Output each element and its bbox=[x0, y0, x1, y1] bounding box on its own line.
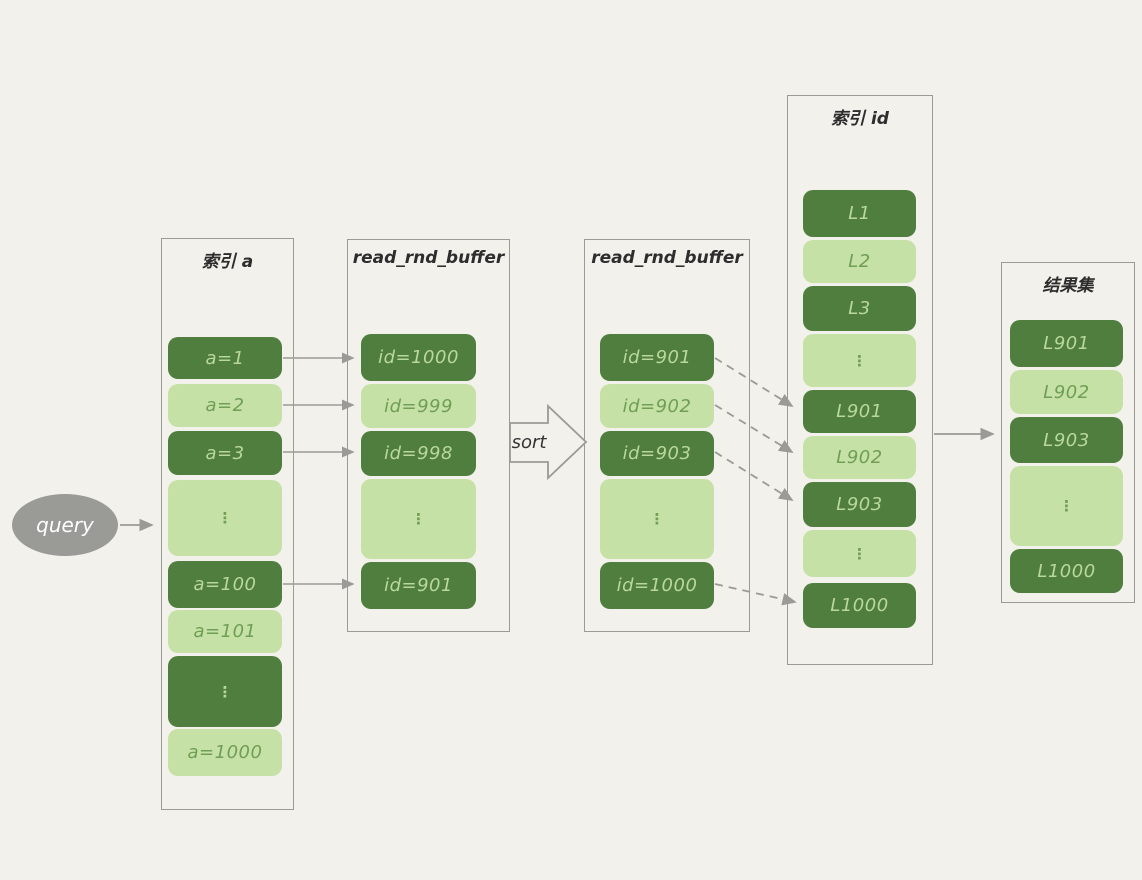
rnd-buffer2-cell: id=903 bbox=[600, 431, 714, 476]
rnd-buffer2-cell: id=1000 bbox=[600, 562, 714, 609]
index-a-cell: a=1 bbox=[168, 337, 282, 379]
result-set-cell: L1000 bbox=[1010, 549, 1123, 593]
result-set-cell: L901 bbox=[1010, 320, 1123, 367]
index-id-ellipsis-cell: ⋮ bbox=[803, 530, 916, 577]
rnd-buffer1-cell: id=1000 bbox=[361, 334, 476, 381]
rnd-buffer1-cell: id=998 bbox=[361, 431, 476, 476]
rnd-buffer2-ellipsis-cell: ⋮ bbox=[600, 479, 714, 559]
result-set-box: 结果集 bbox=[1001, 262, 1135, 603]
index-a-box: 索引 a bbox=[161, 238, 294, 810]
index-a-cell: a=2 bbox=[168, 384, 282, 427]
index-a-cell: a=1000 bbox=[168, 729, 282, 776]
result-set-cell: L902 bbox=[1010, 370, 1123, 414]
index-id-cell: L902 bbox=[803, 436, 916, 479]
query-node: query bbox=[12, 494, 118, 556]
query-label: query bbox=[36, 513, 94, 537]
rnd-buffer1-cell: id=999 bbox=[361, 384, 476, 428]
read-rnd-buffer-1-title: read_rnd_buffer bbox=[352, 248, 505, 268]
rnd-buffer1-cell: id=901 bbox=[361, 562, 476, 609]
result-set-ellipsis-cell: ⋮ bbox=[1010, 466, 1123, 546]
index-id-cell: L901 bbox=[803, 390, 916, 433]
result-set-cell: L903 bbox=[1010, 417, 1123, 463]
result-set-title: 结果集 bbox=[1042, 276, 1094, 296]
rnd-buffer1-ellipsis-cell: ⋮ bbox=[361, 479, 476, 559]
index-id-ellipsis-cell: ⋮ bbox=[803, 334, 916, 387]
index-id-cell: L1000 bbox=[803, 583, 916, 628]
index-a-title: 索引 a bbox=[201, 252, 254, 272]
sort-label: sort bbox=[511, 431, 547, 453]
index-a-cell: a=3 bbox=[168, 431, 282, 475]
index-id-cell: L3 bbox=[803, 286, 916, 331]
index-id-cell: L903 bbox=[803, 482, 916, 527]
index-id-cell: L2 bbox=[803, 240, 916, 283]
index-a-ellipsis-cell: ⋮ bbox=[168, 480, 282, 556]
read-rnd-buffer-2-title: read_rnd_buffer bbox=[591, 248, 743, 268]
index-id-title: 索引 id bbox=[831, 109, 889, 129]
index-a-cell: a=101 bbox=[168, 610, 282, 653]
rnd-buffer2-cell: id=902 bbox=[600, 384, 714, 428]
index-a-cell: a=100 bbox=[168, 561, 282, 608]
index-id-cell: L1 bbox=[803, 190, 916, 237]
index-a-ellipsis-cell: ⋮ bbox=[168, 656, 282, 727]
rnd-buffer2-cell: id=901 bbox=[600, 334, 714, 381]
